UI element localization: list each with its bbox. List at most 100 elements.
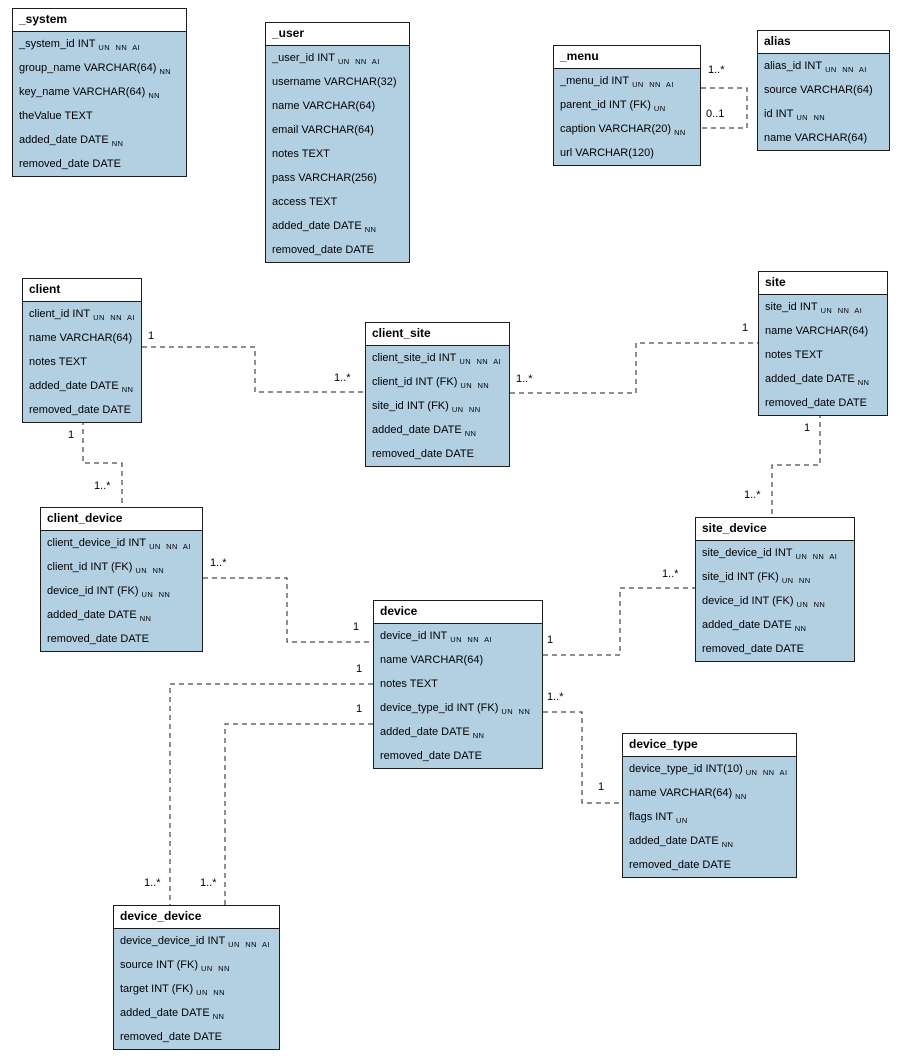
field-row[interactable]: notes TEXT (374, 672, 542, 696)
field-row[interactable]: name VARCHAR(64) (374, 648, 542, 672)
field-row[interactable]: device_id INT (FK)UN NN (41, 579, 202, 603)
table-title[interactable]: device_type (623, 734, 796, 757)
relationship-device_device-device-source[interactable] (169, 683, 373, 905)
field-row[interactable]: removed_date DATE (266, 238, 409, 262)
table-title[interactable]: client_site (366, 323, 509, 346)
field-row[interactable]: notes TEXT (759, 343, 887, 367)
table-title[interactable]: _menu (554, 46, 700, 69)
relationship-client-client_site[interactable] (142, 346, 365, 393)
field-row[interactable]: removed_date DATE (41, 627, 202, 651)
relationship-device_device-device-target[interactable] (224, 723, 373, 905)
field-row[interactable]: removed_date DATE (366, 442, 509, 466)
field-row[interactable]: notes TEXT (266, 142, 409, 166)
field-row[interactable]: removed_date DATE (13, 152, 186, 176)
cardinality-label: 1 (598, 781, 605, 793)
table-title[interactable]: site (759, 272, 887, 295)
relationship-client-client_device[interactable] (82, 420, 123, 507)
field-row[interactable]: site_id INT (FK)UN NN (366, 394, 509, 418)
field-row[interactable]: device_type_id INT (FK)UN NN (374, 696, 542, 720)
field-row[interactable]: theValue TEXT (13, 104, 186, 128)
field-row[interactable]: name VARCHAR(64) (23, 326, 141, 350)
table-title[interactable]: client (23, 279, 141, 302)
relationship-device-device_type[interactable] (543, 711, 622, 804)
field-row[interactable]: site_id INT (FK)UN NN (696, 565, 854, 589)
field-row[interactable]: device_id INT (FK)UN NN (696, 589, 854, 613)
field-flags: UN NN (460, 381, 490, 390)
field-row[interactable]: url VARCHAR(120) (554, 141, 700, 165)
field-row[interactable]: client_id INT (FK)UN NN (366, 370, 509, 394)
field-row[interactable]: device_type_id INT(10)UN NN AI (623, 757, 796, 781)
table-title[interactable]: site_device (696, 518, 854, 541)
field-row[interactable]: pass VARCHAR(256) (266, 166, 409, 190)
field-row[interactable]: name VARCHAR(64)NN (623, 781, 796, 805)
field-row[interactable]: name VARCHAR(64) (266, 94, 409, 118)
relationship-device-site_device[interactable] (543, 587, 695, 656)
field-row[interactable]: access TEXT (266, 190, 409, 214)
field-row[interactable]: parent_id INT (FK)UN (554, 93, 700, 117)
relationship-client_device-device[interactable] (203, 577, 373, 643)
field-row[interactable]: group_name VARCHAR(64)NN (13, 56, 186, 80)
table-title[interactable]: alias (758, 31, 889, 54)
field-row[interactable]: removed_date DATE (759, 391, 887, 415)
field-row[interactable]: removed_date DATE (114, 1025, 279, 1049)
field-row[interactable]: username VARCHAR(32) (266, 70, 409, 94)
field-row[interactable]: source INT (FK)UN NN (114, 953, 279, 977)
table-title[interactable]: _user (266, 23, 409, 46)
relationship-site-site_device[interactable] (771, 413, 821, 517)
field-row[interactable]: source VARCHAR(64) (758, 78, 889, 102)
field-row[interactable]: client_id INT (FK)UN NN (41, 555, 202, 579)
field-row[interactable]: key_name VARCHAR(64)NN (13, 80, 186, 104)
field-row[interactable]: name VARCHAR(64) (759, 319, 887, 343)
field-row[interactable]: target INT (FK)UN NN (114, 977, 279, 1001)
field-row[interactable]: name VARCHAR(64) (758, 126, 889, 150)
field-row[interactable]: removed_date DATE (623, 853, 796, 877)
table-title[interactable]: _system (13, 9, 186, 32)
relationship-client_site-site[interactable] (510, 342, 758, 394)
field-row[interactable]: removed_date DATE (374, 744, 542, 768)
table-title[interactable]: device (374, 601, 542, 624)
field-row[interactable]: caption VARCHAR(20)NN (554, 117, 700, 141)
field-row[interactable]: notes TEXT (23, 350, 141, 374)
table-title[interactable]: client_device (41, 508, 202, 531)
field-row[interactable]: removed_date DATE (23, 398, 141, 422)
field-row[interactable]: removed_date DATE (696, 637, 854, 661)
table-title[interactable]: device_device (114, 906, 279, 929)
field-row[interactable]: email VARCHAR(64) (266, 118, 409, 142)
relationship-menu-self-reference[interactable] (701, 87, 748, 129)
